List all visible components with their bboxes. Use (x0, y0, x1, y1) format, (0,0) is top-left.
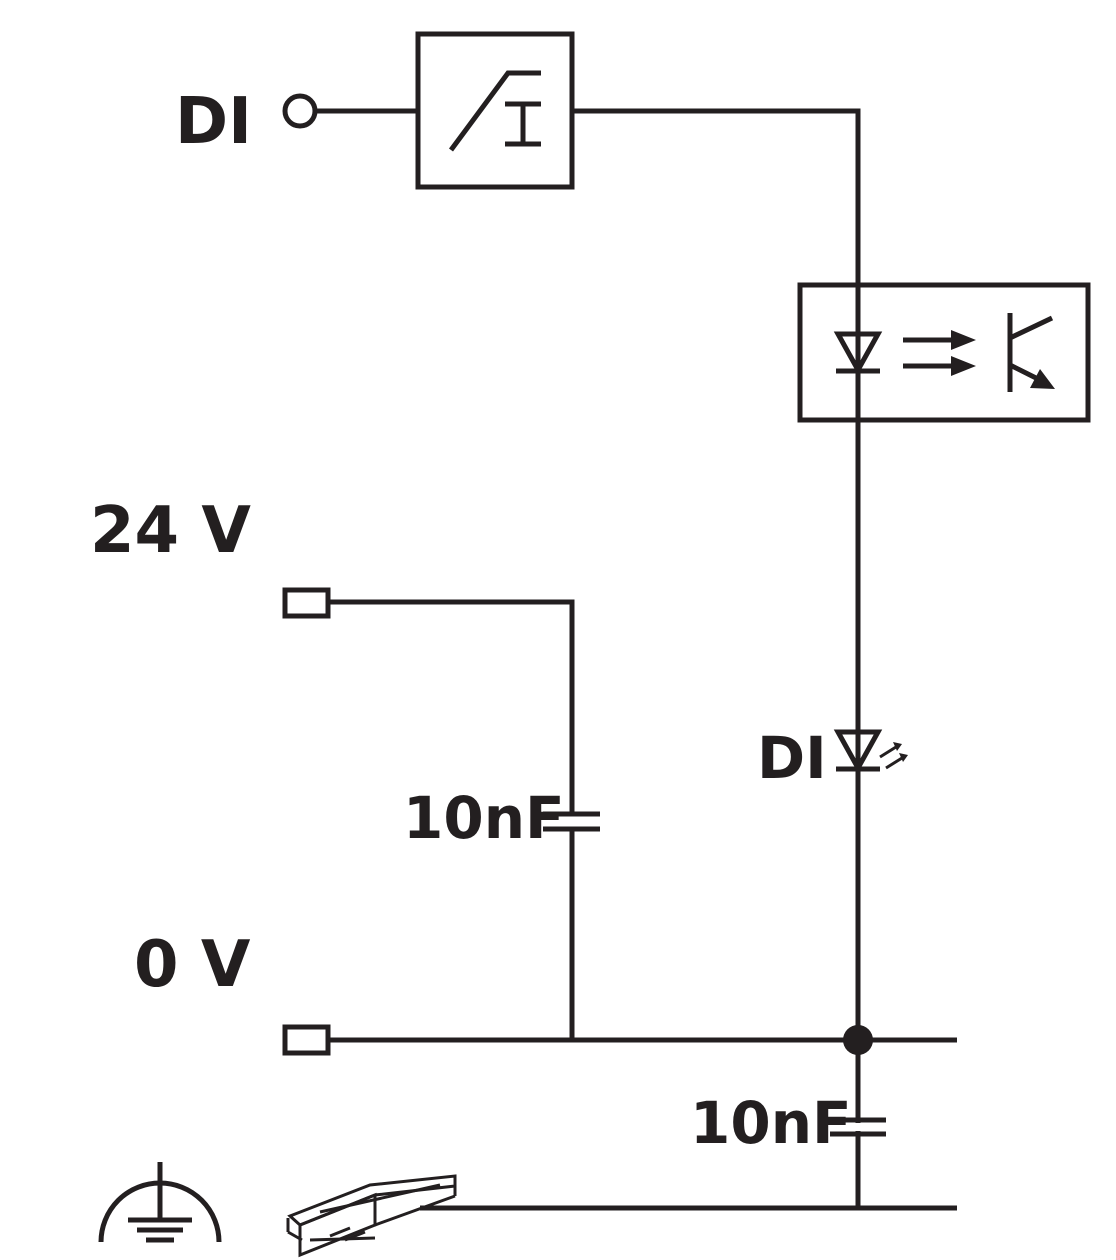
terminal-0v (282, 1024, 331, 1056)
capacitor-upper-label: 10nF (403, 784, 565, 852)
di-input-label: DI (175, 85, 252, 159)
din-rail-icon (286, 1174, 457, 1258)
wire-filter-to-opto (572, 108, 861, 285)
capacitor-lower-label: 10nF (690, 1089, 852, 1157)
wire-24v (328, 599, 575, 814)
supply-24v-label: 24 V (90, 494, 251, 568)
input-filter-icon (415, 31, 575, 190)
capacitor-lower-icon (830, 1117, 886, 1137)
protective-earth-icon (98, 1162, 222, 1243)
status-led-icon (833, 729, 908, 774)
terminal-24v (282, 587, 331, 619)
circle-terminal-icon (282, 93, 318, 129)
supply-0v-label: 0 V (134, 928, 251, 1002)
optocoupler-icon (797, 282, 1091, 423)
led-label: DI (757, 724, 827, 792)
junction-dot (843, 1025, 873, 1055)
